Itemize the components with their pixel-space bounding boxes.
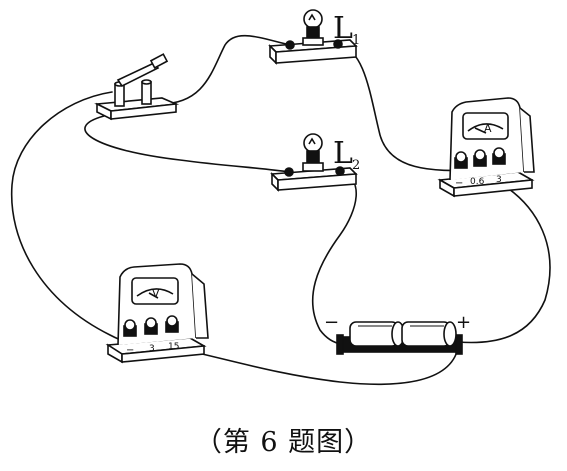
ammeter-terminal-minus: − bbox=[455, 178, 463, 189]
wire-ammeter-to-battery bbox=[457, 179, 551, 344]
voltmeter-dial-label: V bbox=[152, 287, 160, 300]
ammeter-terminal-mid: 0.6 bbox=[470, 177, 485, 187]
lamp1-label: L bbox=[333, 11, 353, 46]
lamp1-subscript: 1 bbox=[352, 33, 360, 48]
wire-voltmeter-to-battery bbox=[184, 347, 459, 386]
ammeter-dial-label: A bbox=[484, 122, 492, 135]
lamp1: L 1 bbox=[268, 9, 360, 65]
voltmeter: V − 3 15 bbox=[105, 263, 209, 364]
voltmeter-terminal-right: 15 bbox=[168, 342, 179, 352]
ammeter: A − 0.6 3 bbox=[437, 97, 535, 198]
lamp-bulb-icon bbox=[270, 133, 358, 192]
wires bbox=[10, 34, 551, 386]
battery: − + bbox=[324, 312, 471, 355]
ammeter-terminal-right: 3 bbox=[496, 175, 502, 185]
wire-lamp1-to-ammeter bbox=[338, 44, 479, 172]
lamp2-subscript: 2 bbox=[352, 158, 360, 173]
lamp2: L 2 bbox=[270, 133, 360, 192]
battery-cells-icon bbox=[336, 321, 463, 355]
battery-positive-label: + bbox=[456, 312, 471, 333]
voltmeter-terminal-minus: − bbox=[126, 345, 134, 356]
wire-lamp2-to-battery bbox=[311, 171, 357, 345]
wire-switch-to-lamp2 bbox=[84, 115, 290, 173]
voltmeter-terminal-mid: 3 bbox=[149, 344, 155, 354]
lamp-bulb-icon bbox=[268, 9, 358, 65]
battery-negative-label: − bbox=[324, 312, 339, 333]
wire-switch-to-lamp1 bbox=[159, 34, 291, 105]
figure-caption: （第 6 题图） bbox=[194, 427, 373, 458]
ammeter-icon bbox=[437, 97, 535, 198]
knife-switch-icon bbox=[94, 53, 180, 121]
lamp2-label: L bbox=[333, 136, 353, 171]
voltmeter-icon bbox=[105, 263, 209, 364]
